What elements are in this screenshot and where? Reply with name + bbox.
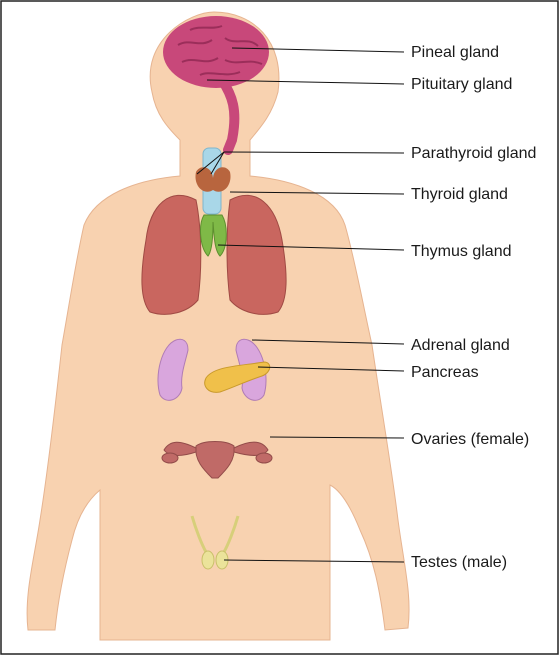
label-thyroid-gland: Thyroid gland [411, 186, 508, 203]
label-adrenal-gland: Adrenal gland [411, 337, 510, 354]
label-pituitary-gland: Pituitary gland [411, 76, 512, 93]
label-thymus-gland: Thymus gland [411, 243, 512, 260]
label-ovaries: Ovaries (female) [411, 431, 529, 448]
label-parathyroid-gland: Parathyroid gland [411, 145, 536, 162]
label-testes: Testes (male) [411, 554, 507, 571]
label-pancreas: Pancreas [411, 364, 479, 381]
label-pineal-gland: Pineal gland [411, 44, 499, 61]
